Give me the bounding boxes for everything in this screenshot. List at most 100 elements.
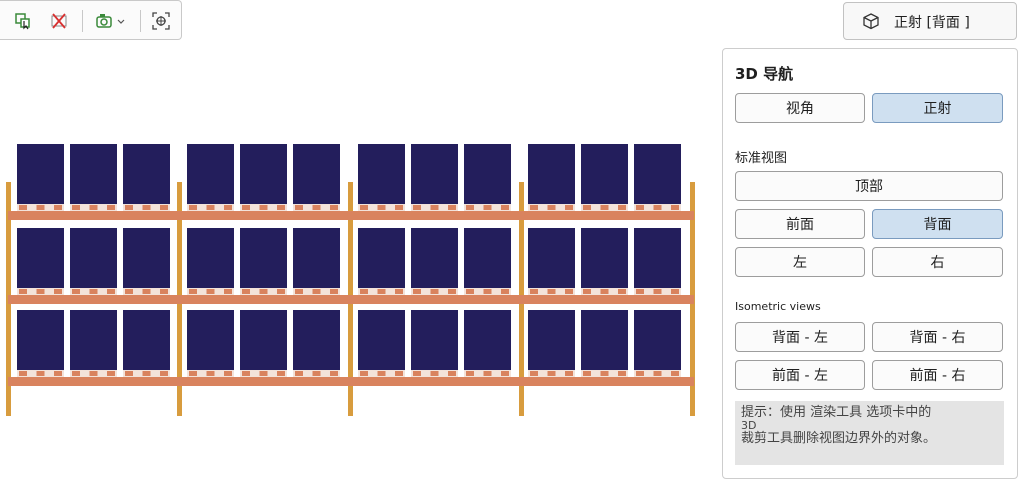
pallet-block bbox=[89, 289, 98, 294]
pallet-block bbox=[259, 371, 268, 376]
pallet-block bbox=[430, 371, 439, 376]
pallet-block bbox=[107, 371, 115, 376]
hint-line: 提示：使用 渲染工具 选项卡中的 bbox=[741, 405, 932, 420]
pallet-block bbox=[242, 205, 250, 210]
pallet-block bbox=[160, 371, 168, 376]
pallet-block bbox=[377, 205, 386, 210]
pallet-block bbox=[330, 289, 338, 294]
rack-drawing bbox=[6, 144, 695, 416]
pallet-block bbox=[72, 205, 80, 210]
pallet-block bbox=[395, 205, 403, 210]
view-mode-label: 正射 [背面 ] bbox=[894, 15, 970, 31]
pallet-block bbox=[54, 371, 62, 376]
pallet-block bbox=[160, 205, 168, 210]
pallet-block bbox=[54, 205, 62, 210]
orthographic-button[interactable]: 正射 bbox=[872, 93, 1003, 123]
pallet-block bbox=[583, 289, 591, 294]
pallet-block bbox=[547, 371, 556, 376]
rack-box bbox=[528, 310, 575, 370]
3d-viewport[interactable] bbox=[0, 44, 718, 484]
pallet-block bbox=[466, 205, 474, 210]
back-left-button[interactable]: 背面 - 左 bbox=[735, 322, 865, 352]
toolbar-separator bbox=[82, 10, 83, 32]
top-view-button[interactable]: 顶部 bbox=[735, 171, 1003, 201]
pallet-block bbox=[312, 289, 321, 294]
pallet-block bbox=[395, 371, 403, 376]
pallet-block bbox=[618, 289, 626, 294]
pallet-block bbox=[360, 205, 368, 210]
standard-views-heading: 标准视图 bbox=[735, 151, 788, 166]
rack-box bbox=[528, 228, 575, 288]
rack-box bbox=[581, 310, 628, 370]
view-mode-button[interactable]: 正射 [背面 ] bbox=[843, 2, 1017, 40]
pallet-block bbox=[125, 205, 133, 210]
pallet-block bbox=[72, 289, 80, 294]
front-right-button[interactable]: 前面 - 右 bbox=[872, 360, 1003, 390]
pallet-block bbox=[277, 371, 285, 376]
rack-box bbox=[358, 144, 405, 204]
rack-box bbox=[634, 310, 681, 370]
pallet-block bbox=[636, 205, 644, 210]
hint-line: 3D bbox=[741, 419, 757, 432]
pallet-block bbox=[277, 289, 285, 294]
rack-box bbox=[634, 228, 681, 288]
pallet-block bbox=[224, 289, 232, 294]
pallet-block bbox=[636, 289, 644, 294]
pallet-block bbox=[430, 205, 439, 210]
rack-box bbox=[464, 144, 511, 204]
toolbar-separator bbox=[140, 10, 141, 32]
pallet-block bbox=[89, 371, 98, 376]
pallet-block bbox=[242, 289, 250, 294]
back-view-button[interactable]: 背面 bbox=[872, 209, 1003, 239]
isometric-views-heading: Isometric views bbox=[735, 300, 821, 313]
pallet-block bbox=[565, 205, 573, 210]
pallet-block bbox=[295, 289, 303, 294]
pallet-block bbox=[430, 289, 439, 294]
right-view-button[interactable]: 右 bbox=[872, 247, 1003, 277]
pallet-block bbox=[242, 371, 250, 376]
pallet-block bbox=[671, 289, 679, 294]
front-view-button[interactable]: 前面 bbox=[735, 209, 865, 239]
rack-box bbox=[70, 228, 117, 288]
left-view-button[interactable]: 左 bbox=[735, 247, 865, 277]
rack-box bbox=[17, 228, 64, 288]
rack-box bbox=[240, 144, 287, 204]
rack-box bbox=[187, 144, 234, 204]
pallet-block bbox=[448, 205, 456, 210]
pallet-block bbox=[72, 371, 80, 376]
rack-box bbox=[187, 228, 234, 288]
clear-selection-icon[interactable] bbox=[46, 8, 72, 34]
rack-box bbox=[358, 310, 405, 370]
pallet-block bbox=[618, 205, 626, 210]
rack-beam bbox=[8, 377, 694, 386]
pallet-block bbox=[600, 289, 609, 294]
fit-view-icon[interactable] bbox=[148, 8, 174, 34]
rack-box bbox=[581, 228, 628, 288]
perspective-button[interactable]: 视角 bbox=[735, 93, 865, 123]
rack-box bbox=[123, 310, 170, 370]
rack-box bbox=[293, 310, 340, 370]
rack-box bbox=[187, 310, 234, 370]
pallet-block bbox=[547, 205, 556, 210]
panel-title: 3D 导航 bbox=[735, 65, 794, 83]
pallet-block bbox=[565, 289, 573, 294]
front-left-button[interactable]: 前面 - 左 bbox=[735, 360, 865, 390]
back-right-button[interactable]: 背面 - 右 bbox=[872, 322, 1003, 352]
pallet-block bbox=[295, 205, 303, 210]
rack-box bbox=[464, 228, 511, 288]
pallet-block bbox=[206, 289, 215, 294]
pallet-block bbox=[501, 289, 509, 294]
pallet-block bbox=[483, 289, 492, 294]
camera-dropdown-icon[interactable] bbox=[92, 8, 132, 34]
pallet-block bbox=[259, 205, 268, 210]
3d-navigation-panel: 3D 导航 视角 正射 标准视图 顶部 前面 背面 左 右 Isometric … bbox=[722, 48, 1018, 479]
pallet-block bbox=[448, 289, 456, 294]
pallet-block bbox=[142, 205, 151, 210]
pallet-block bbox=[125, 371, 133, 376]
select-objects-icon[interactable] bbox=[10, 8, 36, 34]
pallet-block bbox=[583, 371, 591, 376]
rack-box bbox=[240, 310, 287, 370]
pallet-block bbox=[413, 205, 421, 210]
rack-box bbox=[293, 144, 340, 204]
rack-box bbox=[293, 228, 340, 288]
